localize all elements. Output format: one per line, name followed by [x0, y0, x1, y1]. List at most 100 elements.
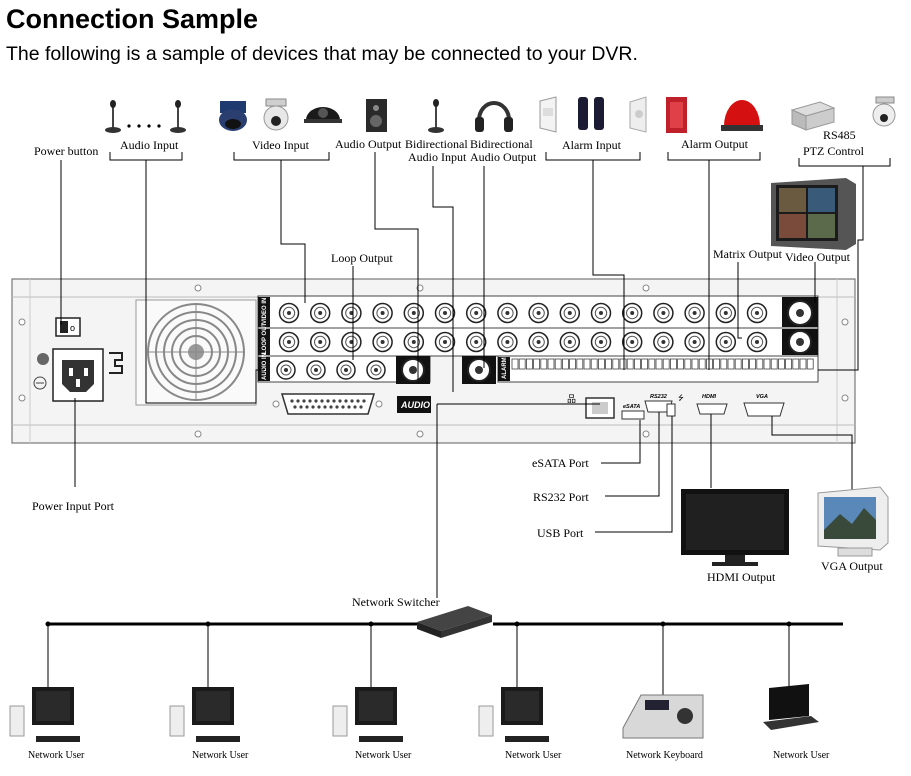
flat-tv-icon: [681, 489, 789, 566]
bnc-connector: [341, 302, 362, 324]
usb-port: ⭍: [666, 394, 684, 417]
alarm-panel-label: ALARM: [502, 357, 508, 379]
desktop-computer-icon: [332, 687, 403, 742]
network-node-label: Network Keyboard: [626, 750, 703, 761]
alarm-terminal: [677, 358, 684, 370]
alarm-light-icon: [721, 100, 763, 131]
bnc-connector: [715, 302, 737, 324]
ethernet-port: 品: [567, 394, 615, 419]
alarm-terminal: [713, 358, 720, 370]
ptz-decoder-icon: [790, 101, 836, 131]
vga-port: VGA: [743, 394, 785, 417]
hdmi-panel-label: HDMI: [702, 394, 717, 400]
network-keyboard-icon: [622, 694, 704, 739]
alarm-output-label: Alarm Output: [681, 137, 749, 151]
video-in-panel-label: VIDEO IN: [262, 298, 268, 324]
bnc-connector: [278, 331, 300, 353]
alarm-terminal: [770, 358, 778, 370]
desktop-computer-icon: [169, 687, 240, 742]
bnc-connector: [528, 331, 549, 353]
bidir-audio-input-label-1: Bidirectional: [405, 137, 468, 151]
alarm-terminal: [554, 358, 562, 370]
network-node: Network User: [478, 621, 562, 761]
alarm-terminal: [792, 358, 800, 370]
connection-lines: [60, 152, 864, 598]
bidir-audio-input-label-2: Audio Input: [408, 150, 467, 164]
audio-db25-connector: AUDIO: [280, 393, 431, 415]
page-subtitle: The following is a sample of devices tha…: [6, 43, 638, 65]
network-node: Network User: [332, 621, 412, 761]
bnc-connector-block: VIDEO IN LOOP OUT: [257, 295, 819, 357]
alarm-terminal: [511, 358, 519, 370]
bnc-connector: [746, 302, 768, 324]
alarm-terminal: [799, 358, 807, 370]
usb-port-label: USB Port: [537, 526, 584, 540]
alarm-terminal: [562, 358, 569, 370]
laptop-icon: [763, 684, 819, 730]
alarm-terminal: [806, 358, 814, 370]
bnc-connector: [621, 302, 643, 324]
bnc-connector: [621, 331, 643, 353]
alarm-terminal: [778, 358, 785, 370]
alarm-terminal-block: ALARM: [497, 355, 819, 383]
bnc-connector: [684, 331, 705, 353]
network-switcher-label: Network Switcher: [352, 595, 440, 609]
alarm-terminal: [576, 358, 584, 370]
bnc-connector: [684, 302, 705, 324]
speed-dome-camera-icon: [219, 101, 247, 131]
bnc-connector: [434, 302, 456, 324]
bnc-connector: [715, 331, 737, 353]
fan-grille: [135, 299, 257, 406]
alarm-input-label: Alarm Input: [562, 138, 622, 152]
network-node-label: Network User: [192, 750, 249, 761]
alarm-terminal: [684, 358, 692, 370]
alarm-terminal: [547, 358, 555, 370]
rs232-port-label: RS232 Port: [533, 490, 589, 504]
esata-panel-label: eSATA: [623, 404, 640, 410]
power-button-label: Power button: [34, 144, 98, 158]
bnc-connector: [590, 302, 612, 324]
alarm-terminal: [720, 358, 728, 370]
audio-in-panel-label: AUDIO IN: [262, 353, 268, 380]
rs485-label-2: PTZ Control: [803, 144, 865, 158]
bnc-connector: [559, 302, 581, 324]
audio-panel-label: AUDIO: [400, 400, 430, 410]
esata-port: eSATA: [621, 404, 645, 420]
rs232-panel-label: RS232: [650, 394, 667, 400]
alarm-terminal: [785, 358, 792, 370]
bnc-connector: [559, 331, 581, 353]
microphone-icon: [170, 100, 186, 133]
alarm-terminal: [533, 358, 540, 370]
alarm-terminal: [583, 358, 591, 370]
bnc-connector: [590, 331, 612, 353]
alarm-terminal: [612, 358, 620, 370]
audio-in-jack: [366, 360, 386, 380]
audio-in-connectors: AUDIO IN: [257, 353, 496, 384]
alarm-terminal: [691, 358, 699, 370]
network-node-label: Network User: [28, 750, 85, 761]
bnc-connector: [278, 302, 300, 324]
speaker-icon: [366, 99, 387, 132]
headphones-icon: [475, 101, 513, 132]
network-node: Network Keyboard: [622, 621, 704, 761]
audio-input-label: Audio Input: [120, 138, 179, 152]
desktop-computer-icon: [9, 687, 80, 742]
esata-port-label: eSATA Port: [532, 456, 589, 470]
matrix-output-label: Matrix Output: [713, 247, 783, 261]
alarm-terminal: [598, 358, 605, 370]
network-node: Network User: [169, 621, 249, 761]
video-input-label: Video Input: [252, 138, 310, 152]
alarm-terminal: [734, 358, 742, 370]
alarm-terminal: [526, 358, 533, 370]
alarm-terminal: [634, 358, 641, 370]
alarm-terminal: [626, 358, 634, 370]
alarm-terminal: [742, 358, 749, 370]
bidir-audio-output-label-2: Audio Output: [470, 150, 537, 164]
alarm-terminal: [569, 358, 576, 370]
alarm-terminal: [763, 358, 771, 370]
audio-in-jack: [276, 360, 296, 380]
audio-in-jack: [306, 360, 326, 380]
alarm-terminal: [540, 358, 548, 370]
network-switch-icon: [417, 606, 492, 638]
